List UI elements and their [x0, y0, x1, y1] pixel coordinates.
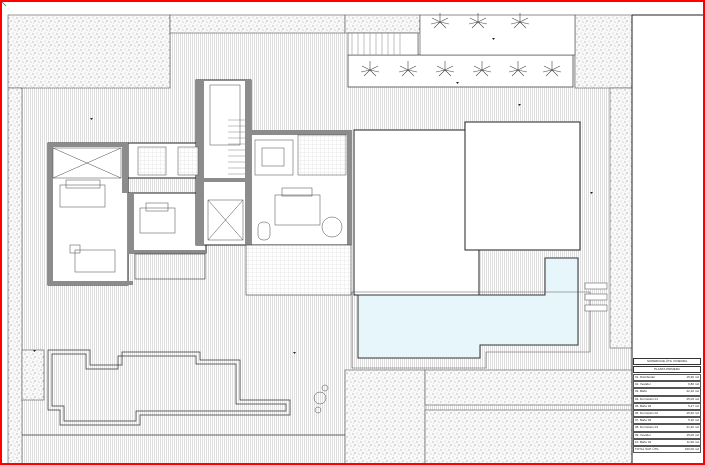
- room-name: 05. Baño 02: [635, 403, 652, 408]
- level-markers: [33, 38, 593, 354]
- room-area: 5,30 m2: [688, 418, 699, 423]
- stair-treads: [351, 33, 401, 55]
- table-row: 02. Vestidor 6,80 m2: [633, 381, 701, 389]
- planter-top: [347, 54, 574, 88]
- room-area: 15,90 m2: [686, 375, 699, 379]
- room-area: 5,47 m2: [688, 403, 699, 408]
- room-name: 06. Dormitorio 02: [635, 410, 659, 415]
- room-name: 10. Baño 04: [635, 439, 652, 444]
- table-row: 05. Baño 02 5,47 m2: [633, 402, 701, 410]
- table-row: 04. Dormitorio 01 25,00 m2: [633, 395, 701, 403]
- pool: [357, 257, 579, 359]
- stair-main: [228, 119, 245, 175]
- room-area: 11,90 m2: [686, 439, 699, 444]
- furniture: [52, 84, 343, 414]
- room-area: 15,60 m2: [686, 410, 699, 415]
- total-label: TOTAL SUP. ÚTIL: [635, 446, 660, 451]
- room-name: 03. Baño: [635, 389, 648, 394]
- table-row: 03. Baño 22,10 m2: [633, 388, 701, 396]
- stair-top: [347, 32, 419, 56]
- room-name: 01. Distribuidor: [635, 375, 656, 379]
- title-block-frame: [631, 14, 703, 465]
- palm-icons: [0, 0, 562, 155]
- bathroom-tiles: [137, 134, 347, 176]
- terrace: [245, 244, 352, 296]
- house-rooms: [47, 79, 581, 296]
- total-area: 160,00 m2: [684, 446, 699, 451]
- table-row: 10. Baño 04 11,90 m2: [633, 438, 701, 446]
- gravel-areas: [7, 14, 633, 465]
- planter-upper: [419, 14, 576, 56]
- balcony: [134, 253, 206, 280]
- table-row: 07. Baño 03 5,30 m2: [633, 417, 701, 425]
- table-row: 06. Dormitorio 02 15,60 m2: [633, 409, 701, 418]
- area-table: SUPERFICIE ÚTIL VIVIENDA PLANTA PRIMERA …: [633, 358, 701, 454]
- sun-loungers: [584, 282, 608, 312]
- pool-edge: [351, 291, 591, 369]
- room-name: 04. Dormitorio 01: [635, 396, 659, 401]
- walls: [48, 80, 352, 285]
- room-name: 02. Vestidor: [635, 382, 651, 387]
- room-area: 25,00 m2: [686, 396, 699, 401]
- perimeter-steps: [22, 349, 345, 436]
- room-area: 21,20 m2: [686, 425, 699, 430]
- room-name: 08. Dormitorio 04: [635, 425, 659, 430]
- table-heading: SUPERFICIE ÚTIL VIVIENDA: [633, 358, 701, 365]
- room-area: 15,00 m2: [686, 432, 699, 437]
- table-row: 09. Vestidor 15,00 m2: [633, 431, 701, 439]
- room-name: 09. Vestidor: [635, 432, 651, 437]
- room-name: 07. Baño 03: [635, 418, 652, 423]
- room-area: 6,80 m2: [688, 382, 699, 387]
- table-total-row: TOTAL SUP. ÚTIL 160,00 m2: [633, 445, 701, 454]
- table-row: 08. Dormitorio 04 21,20 m2: [633, 424, 701, 432]
- table-row: 01. Distribuidor 15,90 m2: [633, 374, 701, 382]
- room-area: 22,10 m2: [686, 389, 699, 394]
- table-subheading: PLANTA PRIMERA: [633, 366, 701, 373]
